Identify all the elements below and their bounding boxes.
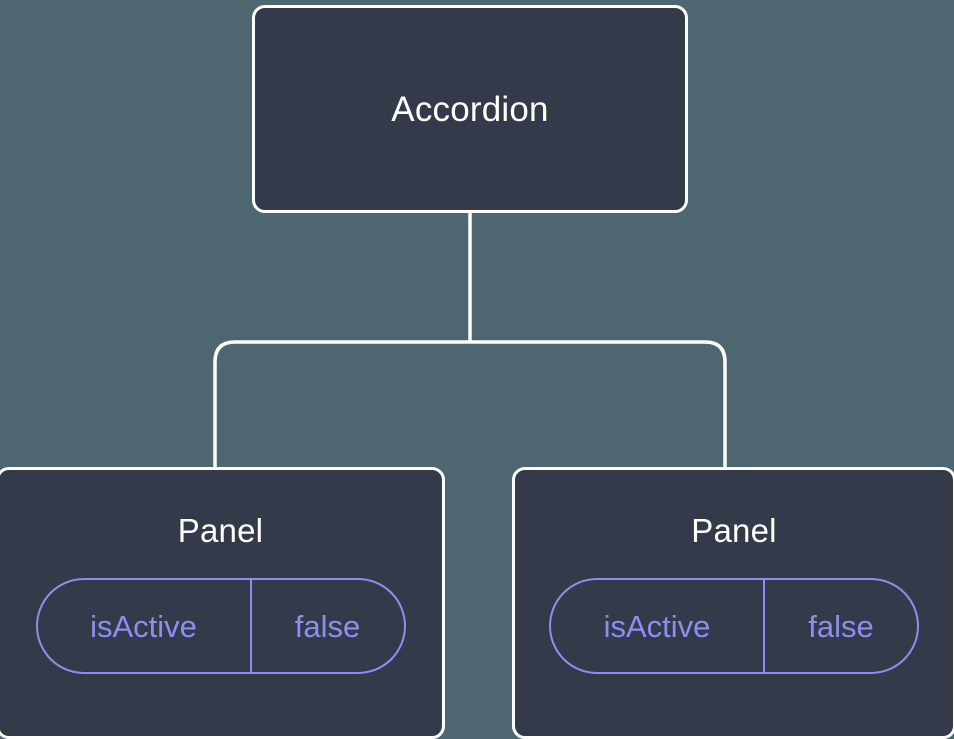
node-accordion-label: Accordion (391, 89, 549, 129)
node-panel-right[interactable]: Panel isActive false (512, 467, 954, 739)
prop-badge-isactive-left[interactable]: isActive false (35, 578, 406, 674)
node-panel-left[interactable]: Panel isActive false (0, 467, 445, 739)
edge-bus-to-panel-left (213, 340, 470, 470)
prop-key-right: isActive (551, 580, 765, 672)
node-panel-left-label: Panel (177, 512, 264, 549)
prop-value-left: false (294, 608, 361, 644)
edge-bus-to-panel-right (470, 340, 727, 470)
prop-value-right: false (808, 608, 874, 644)
prop-key-left: isActive (38, 580, 252, 672)
node-panel-right-label: Panel (691, 512, 777, 549)
node-accordion[interactable]: Accordion (252, 5, 688, 213)
prop-badge-isactive-right[interactable]: isActive false (549, 578, 919, 674)
